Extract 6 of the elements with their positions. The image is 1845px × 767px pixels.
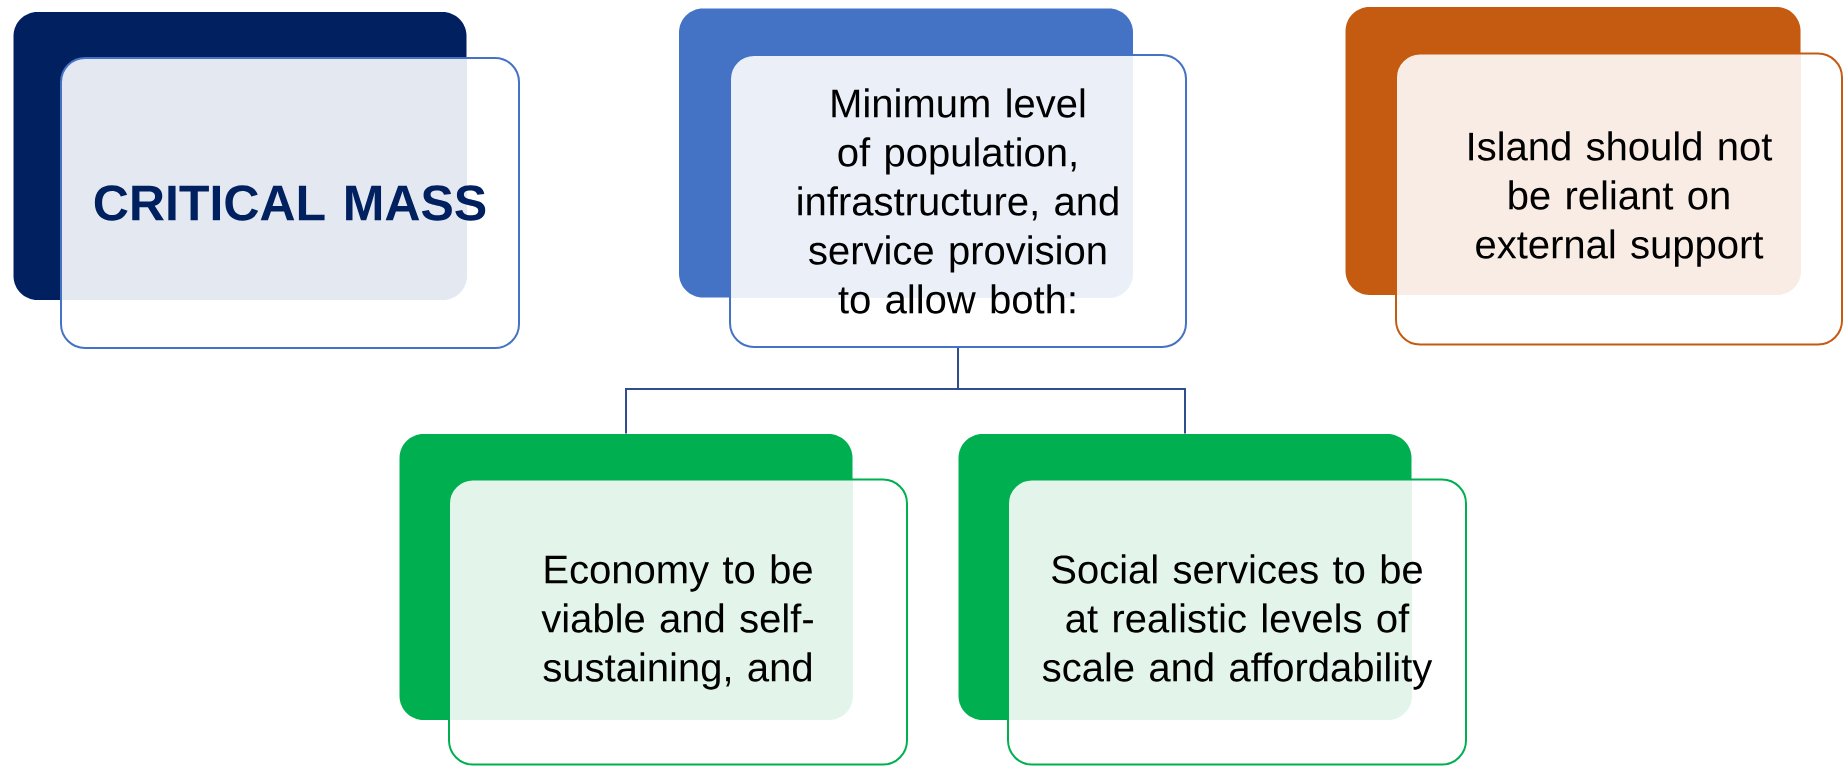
card: Social services to be at realistic levels of scale and affordability [958, 434, 1467, 766]
card: CRITICAL MASS [13, 12, 520, 349]
card: Island should not be reliant on external support [1345, 7, 1843, 346]
card: Economy to be viable and self-sustaining, and [399, 434, 908, 766]
connector [957, 347, 1186, 435]
card: Minimum level of population, infrastructure, and service provision to allow both: [679, 8, 1187, 348]
